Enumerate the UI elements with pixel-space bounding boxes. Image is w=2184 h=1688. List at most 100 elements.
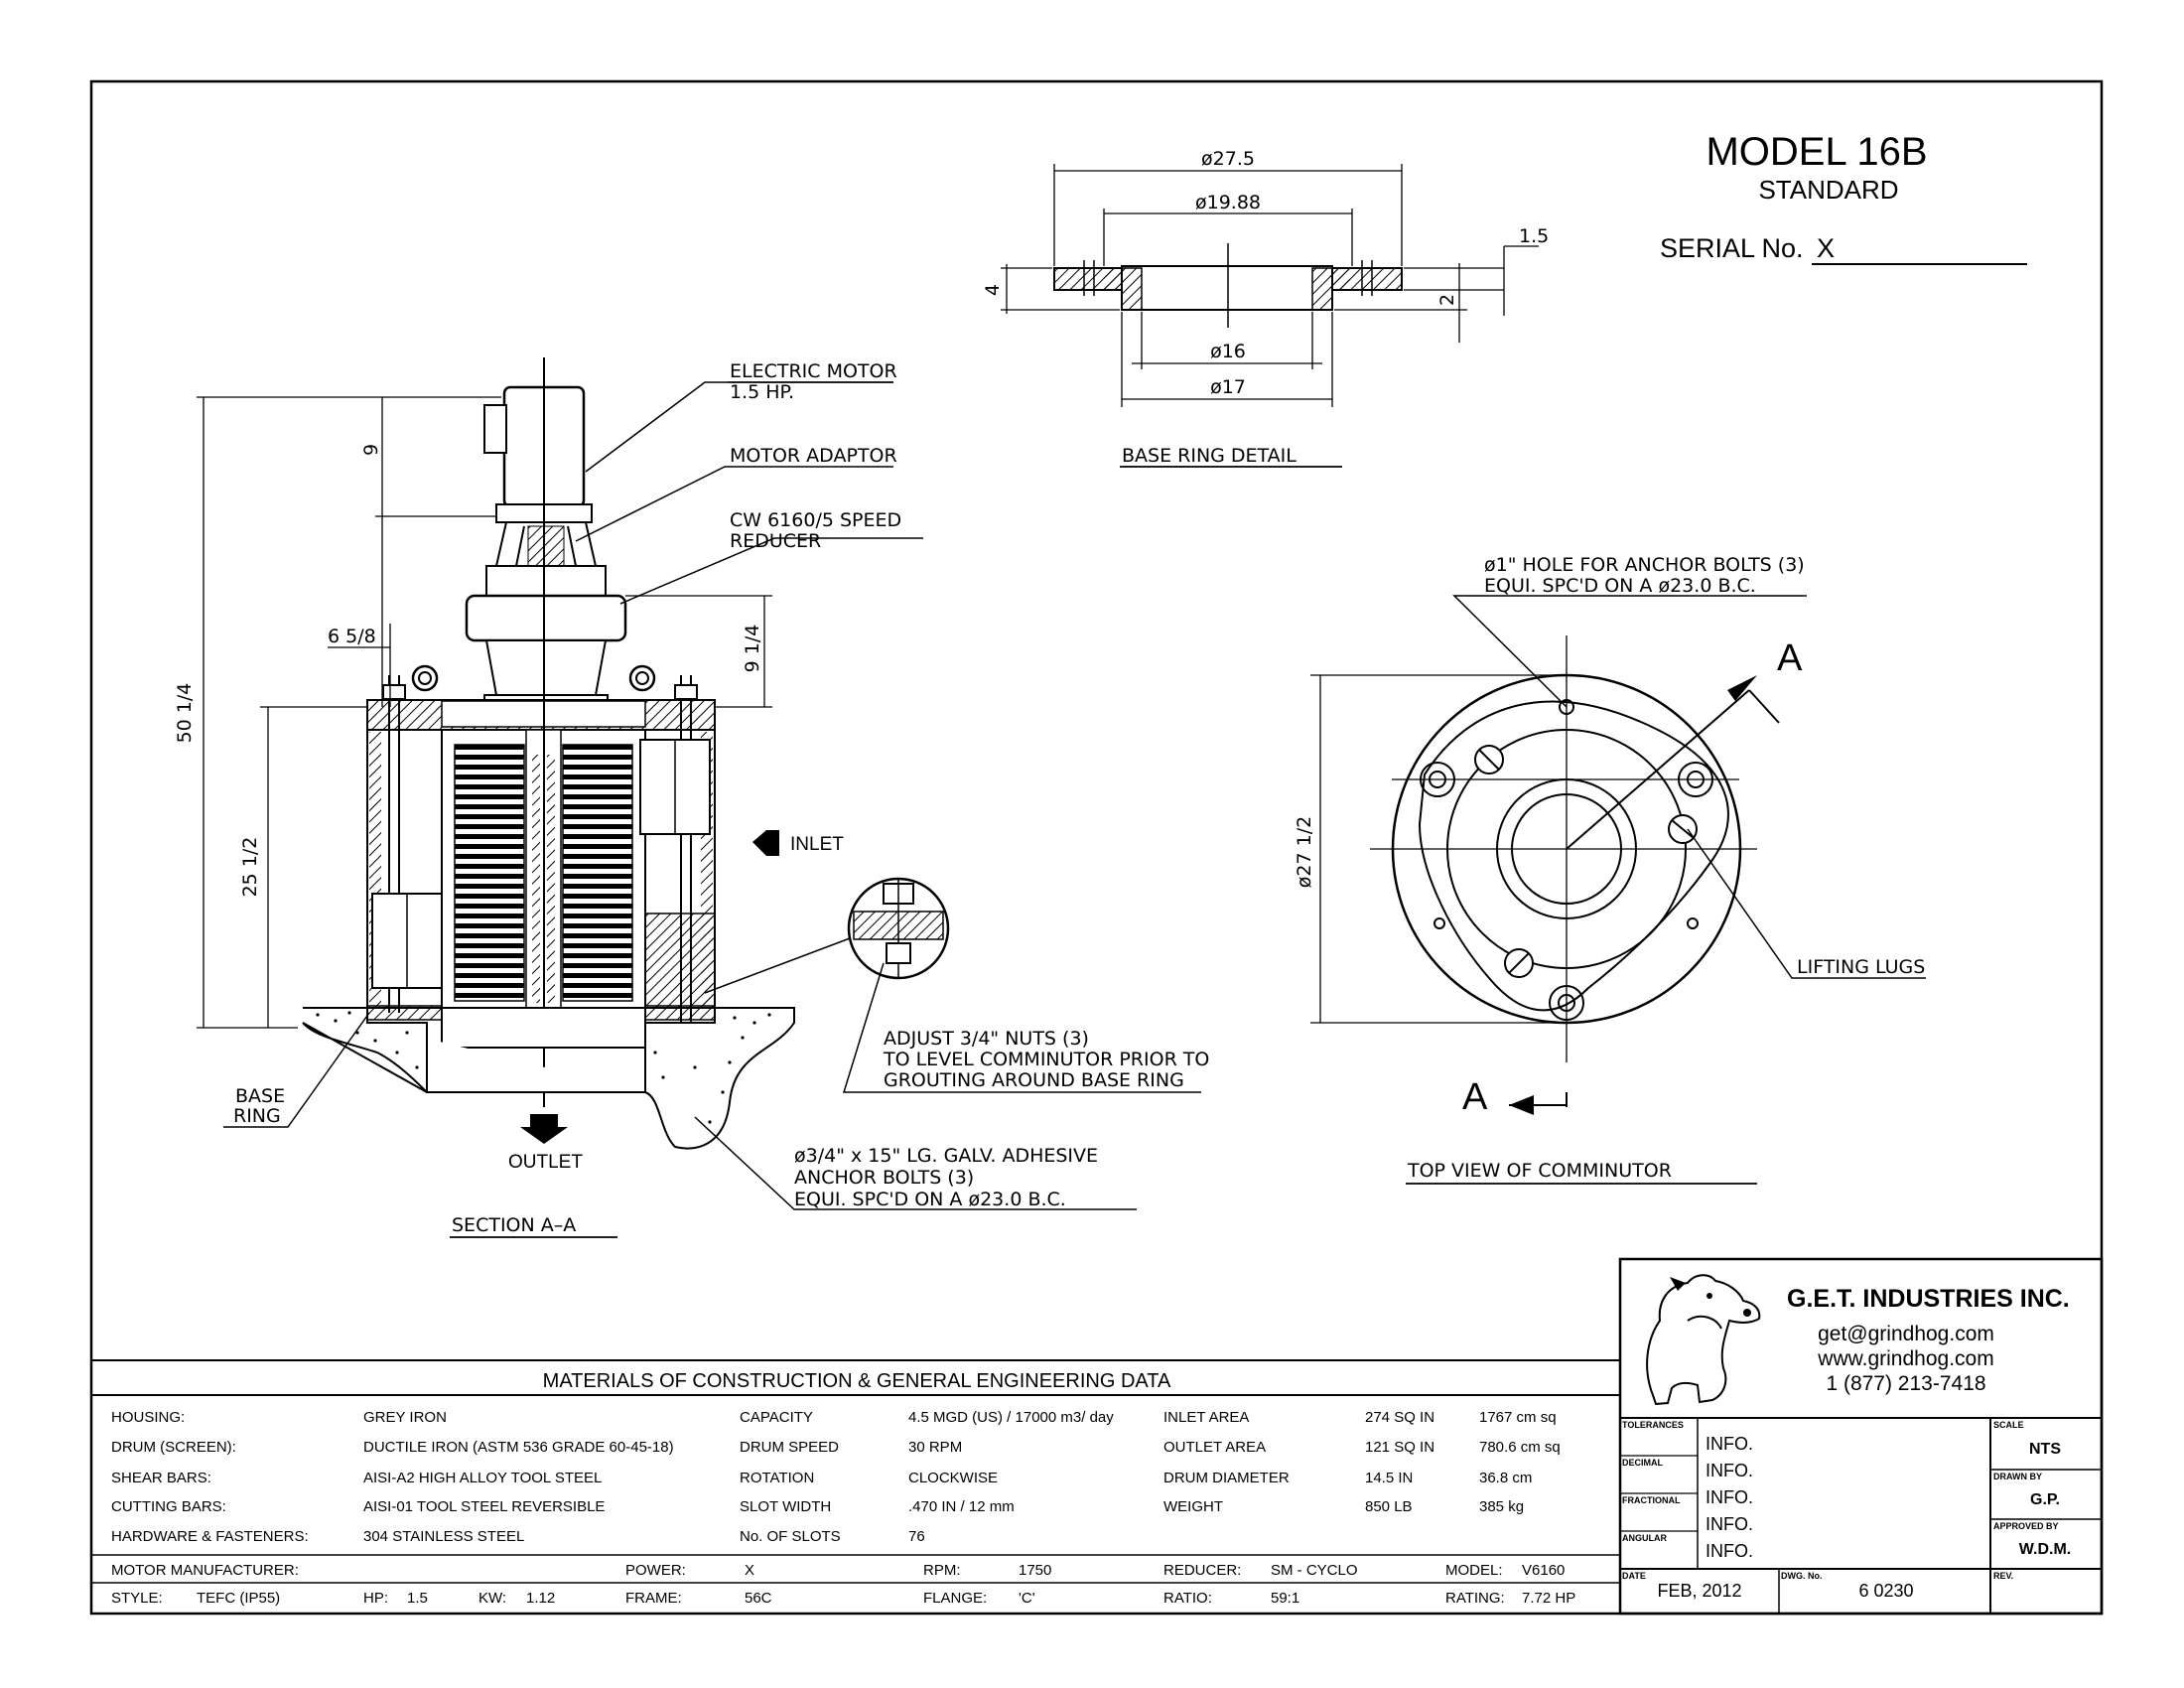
svg-text:1.12: 1.12 — [526, 1590, 555, 1607]
adaptor-label: MOTOR ADAPTOR — [730, 445, 897, 467]
title-block: G.E.T. INDUSTRIES INC. get@grindhog.com … — [1618, 1257, 2104, 1616]
svg-text:X: X — [745, 1562, 754, 1579]
svg-text:REDUCER: REDUCER — [730, 530, 821, 552]
svg-text:RATING:: RATING: — [1445, 1590, 1505, 1607]
svg-text:SM - CYCLO: SM - CYCLO — [1271, 1562, 1358, 1579]
table-cell: OUTLET AREA — [1163, 1439, 1266, 1456]
section-title: SECTION A–A — [452, 1214, 576, 1236]
svg-text:DWG. No.: DWG. No. — [1781, 1571, 1823, 1581]
svg-text:DRAWN BY: DRAWN BY — [1993, 1472, 2042, 1481]
materials-table: MATERIALS OF CONSTRUCTION & GENERAL ENGI… — [91, 1359, 1620, 1607]
svg-text:ø16: ø16 — [1210, 341, 1246, 362]
serial-value: X — [1817, 233, 1835, 263]
svg-text:INFO.: INFO. — [1706, 1541, 1753, 1561]
reducer-label: CW 6160/5 SPEED — [730, 509, 901, 531]
svg-text:FRAME:: FRAME: — [625, 1590, 682, 1607]
table-cell: AISI-A2 HIGH ALLOY TOOL STEEL — [363, 1470, 602, 1486]
drawing-date: FEB, 2012 — [1657, 1581, 1741, 1601]
svg-text:DECIMAL: DECIMAL — [1622, 1458, 1663, 1468]
table-cell: 385 kg — [1479, 1498, 1524, 1515]
svg-text:REV.: REV. — [1993, 1571, 2013, 1581]
table-cell: 850 LB — [1365, 1498, 1413, 1515]
svg-text:1.5: 1.5 — [407, 1590, 428, 1607]
table-cell: DRUM SPEED — [740, 1439, 839, 1456]
svg-text:POWER:: POWER: — [625, 1562, 686, 1579]
svg-text:STYLE:: STYLE: — [111, 1590, 163, 1607]
table-cell: SLOT WIDTH — [740, 1498, 831, 1515]
svg-text:ø17: ø17 — [1210, 376, 1246, 398]
table-cell: No. OF SLOTS — [740, 1528, 841, 1545]
svg-text:INFO.: INFO. — [1706, 1461, 1753, 1480]
company-phone: 1 (877) 213-7418 — [1826, 1372, 1985, 1395]
table-cell: DRUM (SCREEN): — [111, 1439, 236, 1456]
sheet-border — [89, 79, 2104, 1616]
svg-text:FRACTIONAL: FRACTIONAL — [1622, 1495, 1681, 1505]
anchor-note: ø3/4" x 15" LG. GALV. ADHESIVE — [794, 1145, 1098, 1167]
svg-text:2: 2 — [1436, 294, 1458, 306]
model-subtitle: STANDARD — [1758, 175, 1898, 205]
inlet-label: INLET — [790, 834, 844, 855]
svg-text:TEFC (IP55): TEFC (IP55) — [197, 1590, 280, 1607]
section-mark-a-top: A — [1777, 637, 1803, 679]
section-mark-a-bottom: A — [1462, 1076, 1488, 1118]
table-cell: 121 SQ IN — [1365, 1439, 1434, 1456]
table-cell: 274 SQ IN — [1365, 1409, 1434, 1426]
svg-text:REDUCER:: REDUCER: — [1163, 1562, 1241, 1579]
top-view-title: TOP VIEW OF COMMINUTOR — [1407, 1160, 1672, 1182]
svg-text:MODEL:: MODEL: — [1445, 1562, 1503, 1579]
svg-text:4: 4 — [982, 284, 1004, 296]
hole-note: ø1" HOLE FOR ANCHOR BOLTS (3) — [1484, 554, 1805, 576]
outlet-label: OUTLET — [508, 1152, 583, 1173]
svg-text:1.5: 1.5 — [1519, 225, 1549, 247]
svg-text:59:1: 59:1 — [1271, 1590, 1299, 1607]
table-cell: 1767 cm sq — [1479, 1409, 1557, 1426]
svg-text:SCALE: SCALE — [1993, 1420, 2024, 1430]
dim-27-1-2: ø27 1/2 — [1294, 816, 1315, 888]
svg-text:V6160: V6160 — [1522, 1562, 1565, 1579]
drawing-number: 6 0230 — [1858, 1581, 1913, 1601]
svg-text:'C': 'C' — [1019, 1590, 1035, 1607]
table-cell: 76 — [908, 1528, 925, 1545]
svg-text:ø19.88: ø19.88 — [1195, 192, 1261, 213]
table-cell: CAPACITY — [740, 1409, 813, 1426]
drawn-by: G.P. — [2030, 1491, 2060, 1508]
table-cell: 14.5 IN — [1365, 1470, 1413, 1486]
approved-by: W.D.M. — [2019, 1541, 2071, 1558]
table-cell: ROTATION — [740, 1470, 814, 1486]
serial-label: SERIAL No. — [1660, 233, 1804, 263]
table-cell: .470 IN / 12 mm — [908, 1498, 1015, 1515]
svg-text:9 1/4: 9 1/4 — [742, 625, 763, 673]
table-cell: DUCTILE IRON (ASTM 536 GRADE 60-45-18) — [363, 1439, 674, 1456]
lifting-lugs-label: LIFTING LUGS — [1797, 956, 1925, 978]
svg-text:RATIO:: RATIO: — [1163, 1590, 1212, 1607]
base-ring-detail-title: BASE RING DETAIL — [1122, 445, 1297, 467]
svg-text:ANCHOR BOLTS (3): ANCHOR BOLTS (3) — [794, 1167, 974, 1189]
table-cell: 304 STAINLESS STEEL — [363, 1528, 524, 1545]
model-title: MODEL 16B — [1706, 130, 1927, 174]
table-heading: MATERIALS OF CONSTRUCTION & GENERAL ENGI… — [543, 1370, 1171, 1392]
nuts-note: ADJUST 3/4" NUTS (3) — [884, 1028, 1089, 1050]
top-view: A A ø1" HOLE FOR ANCHOR BOLTS (3) EQUI. … — [1294, 554, 1926, 1185]
svg-text:GROUTING AROUND BASE RING: GROUTING AROUND BASE RING — [884, 1069, 1184, 1091]
svg-text:9: 9 — [360, 444, 382, 456]
svg-text:RPM:: RPM: — [923, 1562, 961, 1579]
scale-value: NTS — [2029, 1441, 2061, 1458]
svg-text:6 5/8: 6 5/8 — [328, 626, 376, 647]
svg-text:TOLERANCES: TOLERANCES — [1622, 1420, 1684, 1430]
table-cell: SHEAR BARS: — [111, 1470, 211, 1486]
svg-text:EQUI. SPC'D ON A ø23.0 B.C.: EQUI. SPC'D ON A ø23.0 B.C. — [794, 1189, 1066, 1210]
svg-text:TO LEVEL COMMINUTOR PRIOR TO: TO LEVEL COMMINUTOR PRIOR TO — [883, 1049, 1209, 1070]
base-ring-label: BASE — [235, 1085, 285, 1107]
table-cell: DRUM DIAMETER — [1163, 1470, 1290, 1486]
company-email: get@grindhog.com — [1818, 1323, 1994, 1345]
svg-text:1750: 1750 — [1019, 1562, 1051, 1579]
svg-text:FLANGE:: FLANGE: — [923, 1590, 987, 1607]
svg-text:56C: 56C — [745, 1590, 772, 1607]
table-cell: 4.5 MGD (US) / 17000 m3/ day — [908, 1409, 1114, 1426]
dim-50-1-4: 50 1/4 — [174, 683, 196, 744]
table-cell: AISI-01 TOOL STEEL REVERSIBLE — [363, 1498, 605, 1515]
svg-text:INFO.: INFO. — [1706, 1487, 1753, 1507]
svg-text:ø27.5: ø27.5 — [1201, 148, 1255, 170]
table-cell: 30 RPM — [908, 1439, 962, 1456]
table-cell: CUTTING BARS: — [111, 1498, 226, 1515]
